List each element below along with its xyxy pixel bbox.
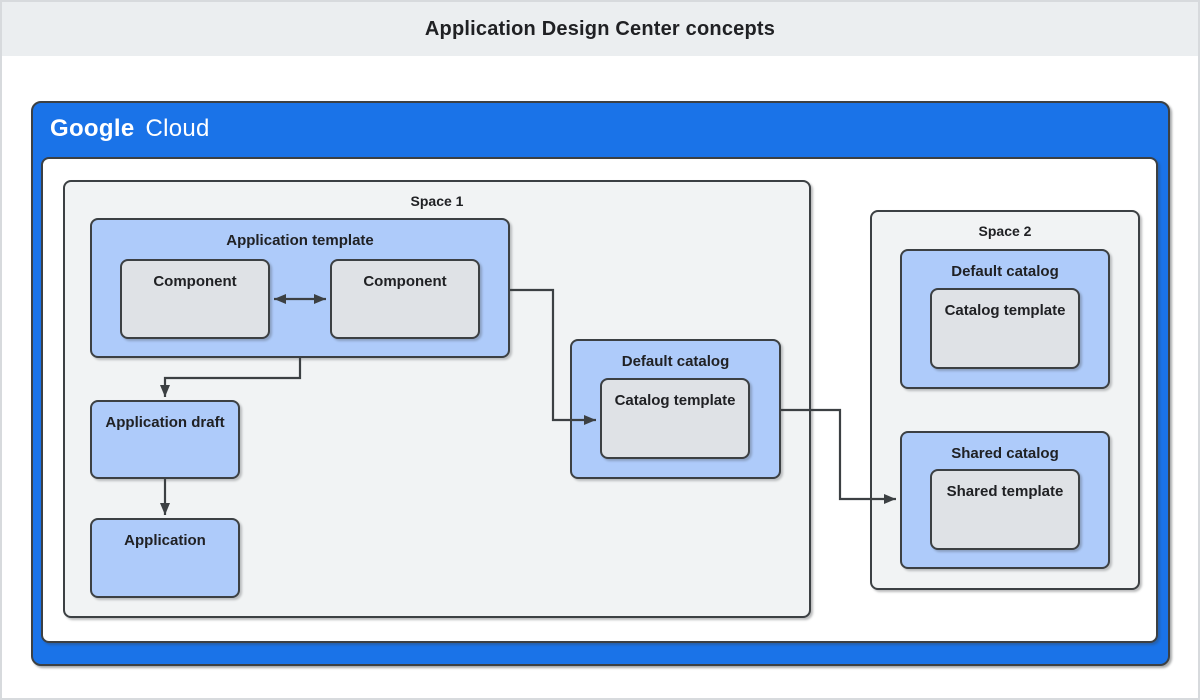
component-label: Component [363, 273, 447, 290]
catalog-template-label-space1: Catalog template [614, 392, 736, 409]
application-template-label: Application template [226, 232, 374, 249]
catalog-template-label-space2: Catalog template [944, 302, 1066, 319]
cloud-wordmark: Cloud [145, 115, 210, 142]
shared-template-label: Shared template [946, 483, 1064, 500]
catalog-template-box-space2: Catalog template [930, 288, 1080, 369]
component-box: Component [330, 259, 480, 339]
shared-catalog-label: Shared catalog [951, 445, 1059, 462]
default-catalog-label-space2: Default catalog [951, 263, 1059, 280]
space-1-label: Space 1 [410, 193, 464, 209]
catalog-template-box-space1: Catalog template [600, 378, 750, 459]
google-cloud-logo: Google Cloud [50, 115, 210, 143]
space-2-label: Space 2 [978, 223, 1032, 239]
default-catalog-label-space1: Default catalog [621, 353, 730, 370]
title-banner: Application Design Center concepts [2, 2, 1198, 56]
shared-template-box: Shared template [930, 469, 1080, 550]
application-box: Application [90, 518, 240, 598]
application-draft-box: Application draft [90, 400, 240, 479]
component-box: Component [120, 259, 270, 339]
page-title: Application Design Center concepts [424, 17, 776, 40]
component-label: Component [153, 273, 237, 290]
application-draft-label: Application draft [105, 414, 225, 431]
google-wordmark: Google [50, 115, 135, 142]
application-label: Application [124, 532, 206, 549]
